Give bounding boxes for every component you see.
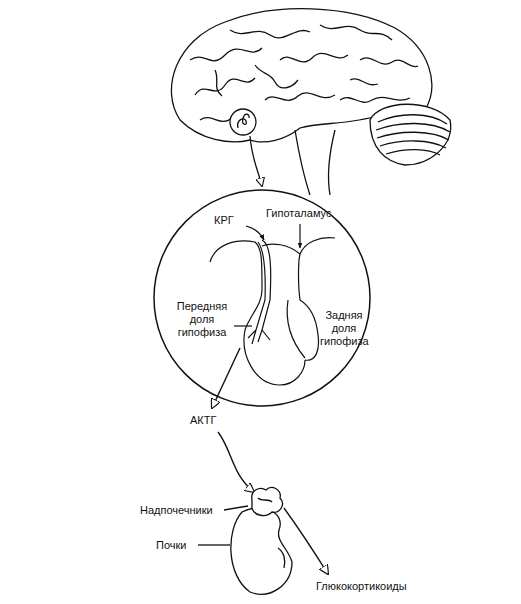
- label: Гипоталамус: [266, 207, 346, 220]
- kidney-drawing: [198, 488, 292, 595]
- label: Надпочечники: [140, 504, 224, 517]
- brain-drawing: [171, 9, 450, 195]
- zoom-circle: [154, 190, 370, 406]
- acth-arrow: [212, 348, 240, 408]
- label: Почки: [156, 539, 198, 552]
- glucocorticoid-arrow: [284, 508, 328, 574]
- label: КРГ: [214, 214, 244, 227]
- pituitary-drawing: [210, 224, 335, 385]
- label: АКТГ: [190, 414, 230, 427]
- label: Глюкокортикоиды: [316, 580, 416, 593]
- label: Задняя доля гипофиза: [320, 309, 368, 348]
- label: Передняя доля гипофиза: [172, 300, 232, 339]
- acth-to-adrenal-arrow: [218, 432, 254, 492]
